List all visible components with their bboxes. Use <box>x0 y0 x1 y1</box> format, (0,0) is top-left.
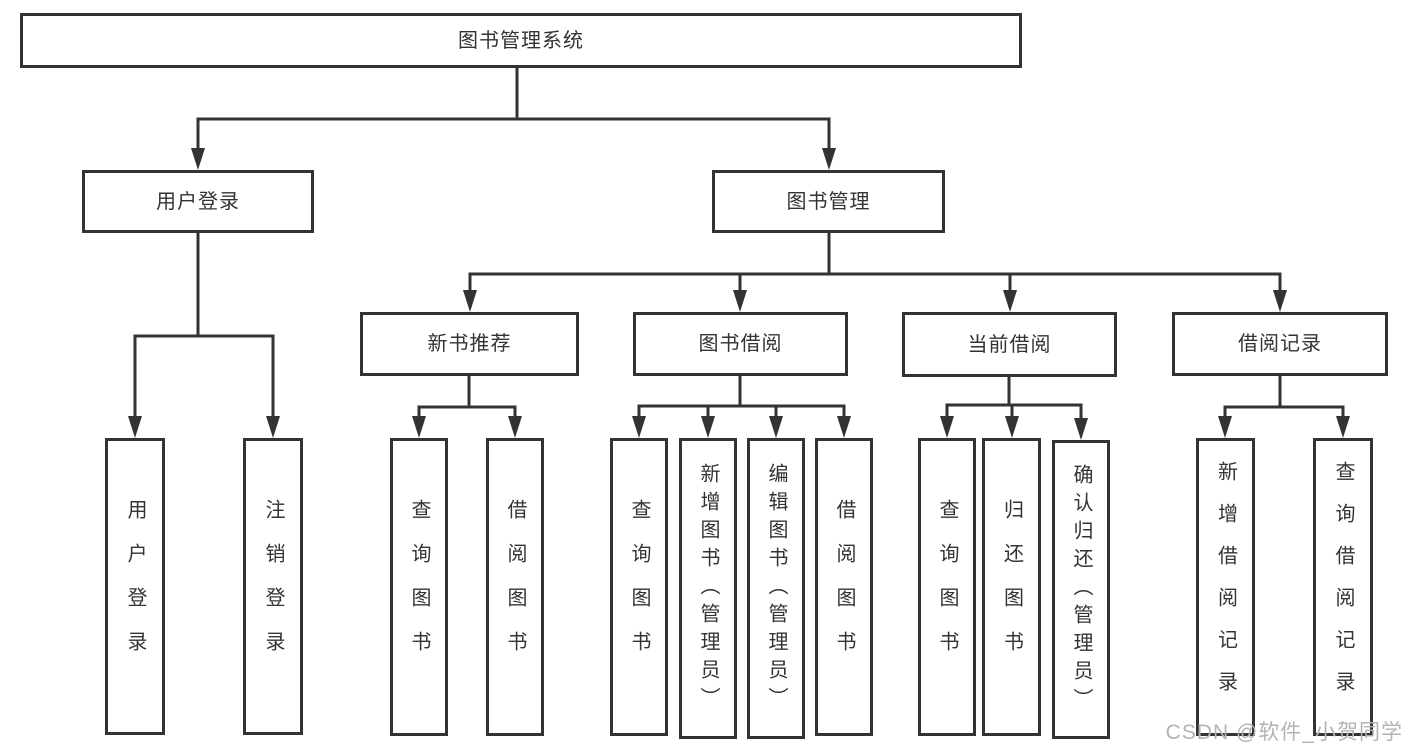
leaf-return-books: 归还图书 <box>982 438 1041 736</box>
node-borrow-records: 借阅记录 <box>1172 312 1388 376</box>
leaf-borrow-books-1: 借阅图书 <box>486 438 544 736</box>
leaf-edit-books-admin: 编辑图书（管理员） <box>747 438 805 739</box>
node-new-book-recommend: 新书推荐 <box>360 312 579 376</box>
csdn-watermark: CSDN @软件_小贺同学 <box>1165 721 1403 744</box>
node-current-borrow: 当前借阅 <box>902 312 1117 377</box>
leaf-query-books-2: 查询图书 <box>610 438 668 736</box>
leaf-logout: 注销登录 <box>243 438 303 735</box>
node-user-login-branch: 用户登录 <box>82 170 314 233</box>
leaf-query-books-3: 查询图书 <box>918 438 976 736</box>
leaf-add-borrow-record: 新增借阅记录 <box>1196 438 1255 736</box>
leaf-add-books-admin: 新增图书（管理员） <box>679 438 737 739</box>
leaf-user-login: 用户登录 <box>105 438 165 735</box>
leaf-borrow-books-2: 借阅图书 <box>815 438 873 736</box>
node-book-borrow: 图书借阅 <box>633 312 848 376</box>
leaf-confirm-return-admin: 确认归还（管理员） <box>1052 440 1110 739</box>
node-root-library-system: 图书管理系统 <box>20 13 1022 68</box>
leaf-query-borrow-record: 查询借阅记录 <box>1313 438 1373 736</box>
node-book-management-branch: 图书管理 <box>712 170 945 233</box>
leaf-query-books-1: 查询图书 <box>390 438 448 736</box>
